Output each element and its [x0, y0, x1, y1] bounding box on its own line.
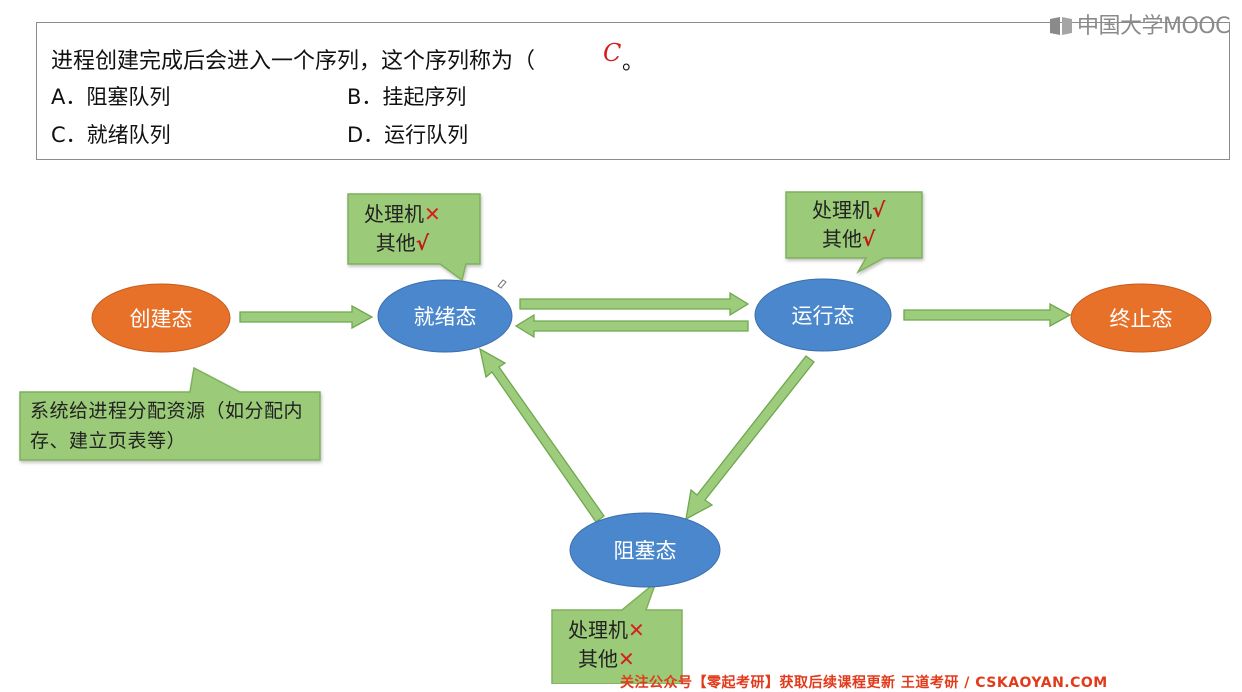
running-callout-text: 处理机√ 其他√	[812, 196, 885, 254]
pen-cursor-icon	[497, 279, 507, 289]
node-running-label: 运行态	[791, 304, 855, 328]
blocked-processor-mark: ✕	[628, 618, 645, 642]
node-running	[754, 278, 892, 352]
blocked-callout-text: 处理机✕ 其他✕	[568, 616, 645, 674]
question-box: 进程创建完成后会进入一个序列，这个序列称为（ C 。 A．阻塞队列 B．挂起序列…	[36, 22, 1230, 160]
node-ready	[377, 279, 513, 353]
note-callout-shape	[19, 366, 321, 461]
node-create-label: 创建态	[129, 307, 193, 331]
option-c: C．就绪队列	[51, 123, 171, 147]
running-callout-line2: 其他	[822, 227, 862, 251]
blocked-callout-line2: 其他	[578, 647, 618, 671]
mooc-logo-icon	[1050, 17, 1072, 35]
blocked-other-mark: ✕	[618, 647, 635, 671]
arrow-running-to-blocked	[685, 355, 815, 521]
ready-other-mark: √	[415, 231, 430, 255]
node-terminated-label: 终止态	[1109, 307, 1173, 331]
ready-callout-line2: 其他	[375, 231, 416, 255]
node-blocked	[569, 512, 721, 588]
ready-callout-line1: 处理机	[364, 202, 424, 226]
running-callout-shape	[785, 191, 923, 274]
option-d: D．运行队列	[347, 123, 469, 147]
question-text: 进程创建完成后会进入一个序列，这个序列称为（	[51, 49, 536, 74]
ready-callout-shape	[347, 193, 481, 282]
running-callout-line1: 处理机	[812, 198, 872, 222]
arrow-running-to-ready	[514, 313, 749, 339]
mooc-logo: 中国大学MOOC	[1048, 8, 1230, 40]
ready-callout-text: 处理机✕ 其他√	[364, 200, 441, 258]
option-a: A．阻塞队列	[51, 85, 171, 109]
node-create	[91, 283, 231, 353]
running-other-mark: √	[862, 227, 876, 251]
handwritten-answer: C	[603, 39, 622, 67]
footer-banner: 关注公众号【零起考研】获取后续课程更新 王道考研 / CSKAOYAN.COM	[620, 675, 1108, 691]
node-ready-label: 就绪态	[413, 305, 477, 329]
node-terminated	[1070, 283, 1212, 353]
blocked-callout-line1: 处理机	[568, 618, 628, 642]
arrow-ready-to-running	[519, 291, 750, 317]
arrow-create-to-ready	[239, 304, 374, 330]
blocked-callout-shape	[551, 579, 683, 684]
arrow-running-to-terminated	[903, 302, 1072, 328]
node-blocked-label: 阻塞态	[613, 539, 677, 563]
ready-processor-mark: ✕	[424, 202, 441, 226]
option-b: B．挂起序列	[347, 85, 467, 109]
question-closing: 。	[622, 50, 645, 75]
resource-allocation-note: 系统给进程分配资源（如分配内存、建立页表等）	[30, 400, 304, 452]
running-processor-mark: √	[872, 198, 886, 222]
arrow-blocked-to-ready	[479, 347, 605, 523]
mooc-logo-text: 中国大学MOOC	[1077, 14, 1230, 39]
